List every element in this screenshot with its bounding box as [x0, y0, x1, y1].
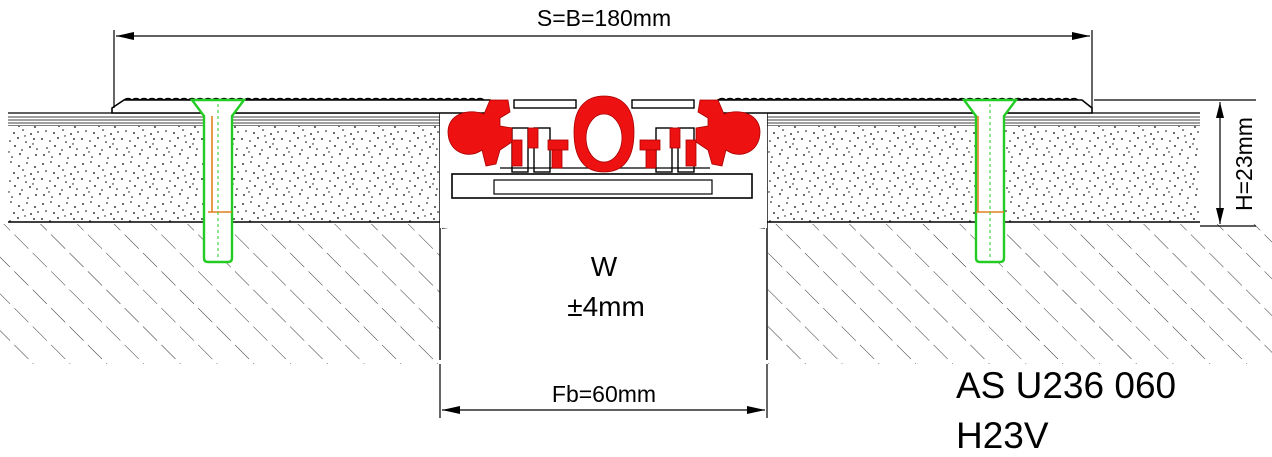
movement-value: ±4mm [567, 291, 645, 322]
center-cover-strips [513, 99, 695, 109]
right-anchor-bolt [961, 98, 1019, 264]
right-cover-plate [717, 97, 1093, 114]
product-code-line2: H23V [956, 415, 1049, 456]
seal-center-hollow [585, 113, 623, 163]
joint-gap-label: Fb=60mm [552, 381, 656, 407]
overall-width-dimension [113, 30, 1093, 108]
left-anchor-bolt [189, 98, 247, 264]
elastomer-seal [447, 95, 761, 173]
right-deck [766, 112, 1272, 364]
height-label: H=23mm [1231, 117, 1257, 211]
left-cover-plate [111, 97, 491, 114]
movement-symbol: W [591, 251, 618, 282]
product-code-line1: AS U236 060 [956, 365, 1176, 406]
height-dimension [1094, 99, 1256, 227]
overall-width-label: S=B=180mm [537, 5, 671, 31]
joint-gap-dimension [439, 364, 768, 418]
